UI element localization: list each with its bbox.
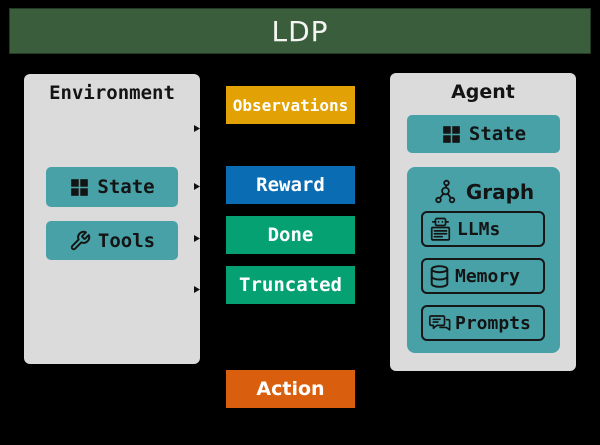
graph-label: Graph xyxy=(465,180,535,204)
grid-icon xyxy=(71,178,89,196)
graph-header: Graph xyxy=(407,167,560,208)
agent-state-label: State xyxy=(468,123,527,145)
truncated-label: Truncated xyxy=(239,274,342,296)
environment-panel: Environment State Tools xyxy=(24,74,200,364)
agent-graph-box: Graph LLMs xyxy=(407,167,560,353)
environment-title: Environment xyxy=(49,82,175,104)
action-label: Action xyxy=(256,378,325,400)
grid-icon xyxy=(443,125,460,143)
connector-arrowhead xyxy=(194,235,200,242)
agent-panel: Agent State Graph xyxy=(390,73,576,371)
done-box: Done xyxy=(226,216,355,254)
robot-icon xyxy=(430,217,451,241)
connector-arrowhead xyxy=(194,286,200,293)
agent-state-chip: State xyxy=(407,115,560,153)
done-label: Done xyxy=(267,224,314,246)
agent-title: Agent xyxy=(451,81,515,103)
chat-bubbles-icon xyxy=(428,314,451,331)
environment-tools-chip: Tools xyxy=(46,221,178,260)
prompts-box: Prompts xyxy=(421,305,545,341)
action-box: Action xyxy=(226,370,355,408)
observations-box: Observations xyxy=(226,86,355,124)
prompts-label: Prompts xyxy=(455,312,531,334)
memory-label: Memory xyxy=(455,265,521,287)
observations-label: Observations xyxy=(232,95,349,115)
wrench-icon xyxy=(70,230,91,250)
reward-box: Reward xyxy=(226,166,355,204)
truncated-box: Truncated xyxy=(226,266,355,304)
environment-tools-label: Tools xyxy=(97,229,156,252)
database-icon xyxy=(430,264,449,288)
environment-state-chip: State xyxy=(46,167,178,207)
diagram-title: LDP xyxy=(271,14,329,48)
network-graph-icon xyxy=(435,179,456,204)
llms-label: LLMs xyxy=(457,218,501,240)
reward-label: Reward xyxy=(256,174,325,196)
connector-arrowhead xyxy=(194,183,200,190)
connector-arrowhead xyxy=(194,125,200,132)
ldp-header-bar: LDP xyxy=(9,8,591,54)
llms-box: LLMs xyxy=(421,211,545,247)
environment-state-label: State xyxy=(97,176,155,198)
memory-box: Memory xyxy=(421,258,545,294)
